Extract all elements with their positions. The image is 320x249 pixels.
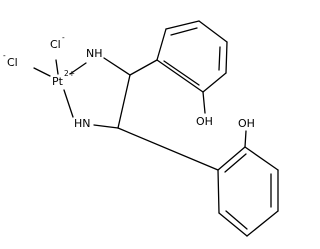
chloride-charge-1: - <box>62 33 65 42</box>
ring-upper-double-2 <box>218 46 221 71</box>
chloride-label-2: Cl <box>7 56 18 69</box>
bond-pt-nh-lower <box>63 89 74 118</box>
bond-nh-lower-c <box>93 124 119 129</box>
bond-c-c <box>117 74 131 129</box>
atom-labels: Cl - Cl - Pt 2+ NH HN OH OH <box>3 33 255 130</box>
ring-upper-bond-6 <box>156 59 204 93</box>
amine-label-lower: HN <box>74 117 91 130</box>
platinum-charge: 2+ <box>64 69 75 78</box>
amine-label-upper: NH <box>86 47 103 60</box>
ring-lower-double-3 <box>225 210 248 230</box>
ring-lower-bond-4 <box>246 210 279 237</box>
bond-ring-upper-oh <box>202 91 206 114</box>
ring-upper-double-3 <box>163 60 200 86</box>
bond-c-ring-lower <box>117 127 219 171</box>
ring-lower-bond-1 <box>217 146 246 171</box>
hydroxyl-label-upper: OH <box>196 115 213 128</box>
ring-lower-bond-6 <box>217 169 220 214</box>
ring-upper-bond-5 <box>202 72 227 93</box>
hydroxyl-label-lower: OH <box>238 117 255 130</box>
chemical-structure-diagram: Cl - Cl - Pt 2+ NH HN OH OH <box>3 20 279 237</box>
ring-upper-bond-1 <box>156 28 167 61</box>
ring-upper-bond-4 <box>225 41 228 74</box>
bond-pt-nh-upper <box>69 62 87 75</box>
bond-c-ring-upper <box>129 59 158 76</box>
ring-upper-bond-2 <box>165 20 200 30</box>
ring-upper-bond-3 <box>198 20 228 43</box>
chloride-charge-2: - <box>3 51 6 60</box>
platinum-label: Pt <box>52 75 64 88</box>
bond-cl-pt-1 <box>55 59 59 75</box>
chloride-label-1: Cl <box>50 38 61 51</box>
ring-lower-double-1 <box>224 153 247 173</box>
bonds <box>33 20 279 237</box>
bond-cl-pt-2 <box>33 67 51 77</box>
ring-lower-bond-5 <box>218 212 248 237</box>
bond-ring-lower-oh <box>244 130 247 148</box>
ring-upper-double-1 <box>170 27 198 36</box>
ring-lower-bond-2 <box>244 146 279 171</box>
bond-nh-upper-c <box>103 57 131 76</box>
